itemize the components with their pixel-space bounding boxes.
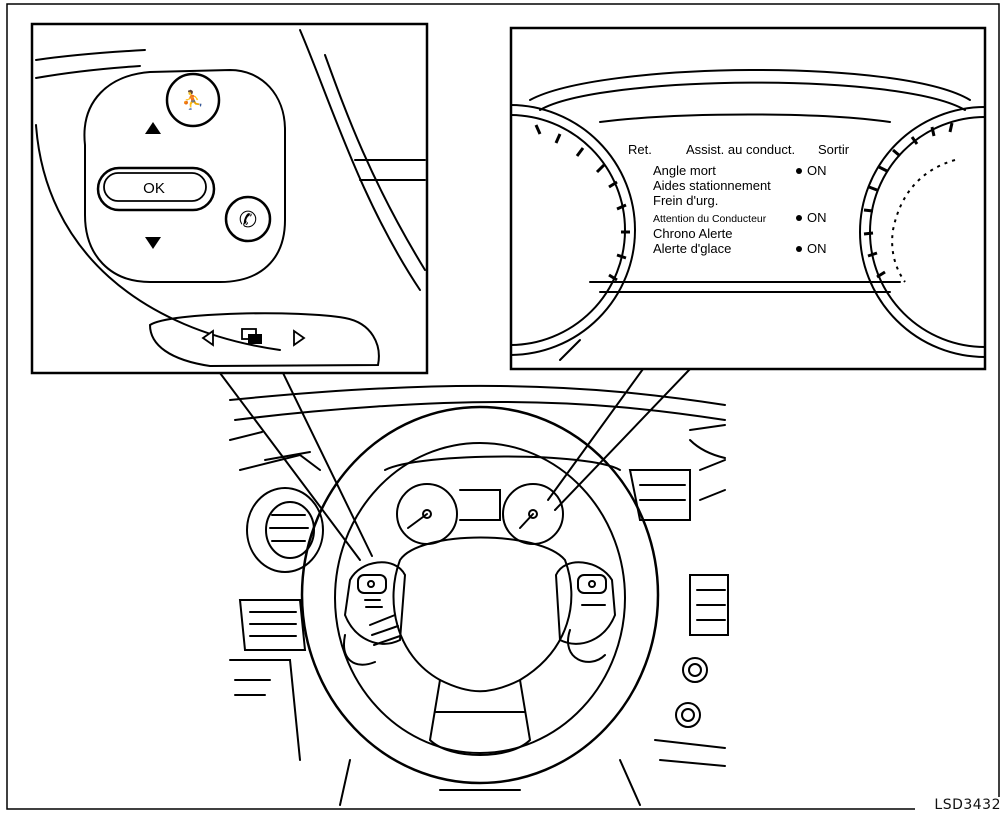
dashboard-drawing xyxy=(219,368,729,806)
menu-item-status: ON xyxy=(807,163,827,178)
phone-icon: ✆ xyxy=(239,208,257,233)
header-exit[interactable]: Sortir xyxy=(818,142,850,157)
right-arrow-button[interactable] xyxy=(293,329,306,347)
voice-command-button[interactable]: ⛹ xyxy=(165,72,221,128)
left-arrow-button[interactable] xyxy=(201,329,214,347)
display-switch-icon[interactable] xyxy=(241,328,262,344)
controls-callout: ⛹ OK ✆ xyxy=(30,22,429,375)
phone-button[interactable]: ✆ xyxy=(224,195,272,243)
ok-label: OK xyxy=(143,180,165,197)
menu-item-label[interactable]: Angle mort xyxy=(653,163,716,178)
menu-item-status: ON xyxy=(807,241,827,256)
header-title: Assist. au conduct. xyxy=(686,142,795,157)
status-indicator-dot xyxy=(796,215,802,221)
scroll-down-button[interactable] xyxy=(145,237,161,249)
voice-recognition-icon: ⛹ xyxy=(182,89,204,111)
display-screen: Ret. Assist. au conduct. Sortir Angle mo… xyxy=(628,142,850,256)
menu-item-label[interactable]: Chrono Alerte xyxy=(653,226,733,241)
reference-code: LSD3432 xyxy=(934,797,1001,813)
status-indicator-dot xyxy=(796,246,802,252)
menu-item-label[interactable]: Aides stationnement xyxy=(653,178,771,193)
display-callout: Ret. Assist. au conduct. Sortir Angle mo… xyxy=(509,26,987,371)
menu-item-label[interactable]: Frein d'urg. xyxy=(653,193,718,208)
menu-item-label[interactable]: Attention du Conducteur xyxy=(653,213,767,225)
menu-item-label[interactable]: Alerte d'glace xyxy=(653,241,731,256)
ok-button[interactable]: OK xyxy=(96,166,216,212)
outer-frame xyxy=(6,3,1000,810)
scroll-up-button[interactable] xyxy=(145,122,161,134)
status-indicator-dot xyxy=(796,168,802,174)
header-back[interactable]: Ret. xyxy=(628,142,652,157)
menu-item-status: ON xyxy=(807,210,827,225)
